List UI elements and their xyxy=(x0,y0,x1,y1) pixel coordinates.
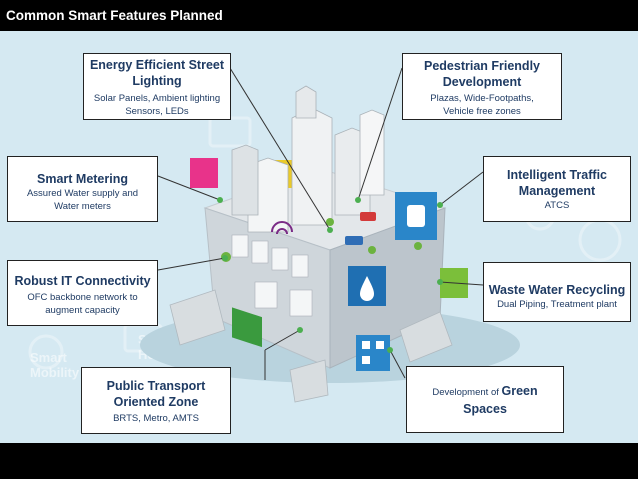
connector-dot xyxy=(437,279,443,285)
feature-public-transport: Public Transport Oriented Zone BRTS, Met… xyxy=(81,367,231,434)
connector-line xyxy=(264,329,301,351)
feature-subtitle: Assured Water supply and xyxy=(26,188,139,199)
slide-title: Common Smart Features Planned xyxy=(6,8,223,23)
feature-title-prefix: Development of xyxy=(432,387,502,398)
feature-subtitle: Solar Panels, Ambient lighting xyxy=(93,93,221,104)
tower xyxy=(231,144,259,216)
feature-title: Public Transport xyxy=(106,379,206,393)
qr-code-icon xyxy=(362,356,370,364)
extruded-block xyxy=(169,289,226,346)
feature-title: Robust IT Connectivity xyxy=(14,274,151,288)
feature-subtitle: Plazas, Wide-Footpaths, xyxy=(430,93,534,104)
window-block xyxy=(231,234,249,258)
tree-icon xyxy=(326,218,334,226)
feature-subtitle: OFC backbone network to xyxy=(27,292,138,303)
feature-title: Intelligent Traffic xyxy=(506,168,607,182)
feature-title: Management xyxy=(518,184,596,198)
connector-line xyxy=(229,67,331,231)
connector-line xyxy=(389,349,406,379)
feature-title: Lighting xyxy=(132,74,182,88)
feature-title: Pedestrian Friendly xyxy=(423,59,540,73)
feature-subtitle: augment capacity xyxy=(45,305,120,316)
window-block xyxy=(271,247,289,271)
bg-gear-icon xyxy=(28,334,64,370)
feature-subtitle: Dual Piping, Treatment plant xyxy=(497,299,617,310)
connector-dot xyxy=(387,347,393,353)
qr-panel xyxy=(356,335,390,371)
water-drop-icon xyxy=(360,276,374,301)
connector-line xyxy=(439,281,484,286)
footer-bar xyxy=(0,443,638,479)
window-block xyxy=(291,254,309,278)
feature-subtitle: Water meters xyxy=(54,201,111,212)
feature-pedestrian: Pedestrian Friendly Development Plazas, … xyxy=(402,53,562,120)
connector-dot xyxy=(217,197,223,203)
connector-line xyxy=(157,175,221,201)
feature-subtitle: Sensors, LEDs xyxy=(125,106,189,117)
extruded-block xyxy=(289,359,329,403)
connector-dot xyxy=(437,202,443,208)
bg-word-smart: Smart xyxy=(30,350,68,365)
qr-code-icon xyxy=(376,341,384,349)
feature-waste-water: Waste Water Recycling Dual Piping, Treat… xyxy=(483,262,631,322)
window-block xyxy=(251,240,269,264)
feature-smart-metering: Smart Metering Assured Water supply and … xyxy=(7,156,158,222)
feature-title: Smart Metering xyxy=(37,172,128,186)
tower-top xyxy=(295,85,317,119)
feature-street-lighting: Energy Efficient Street Lighting Solar P… xyxy=(83,53,231,120)
connector-dot xyxy=(327,227,333,233)
bus-icon xyxy=(407,205,425,227)
connector-line xyxy=(439,171,484,206)
wifi-icon xyxy=(276,228,288,235)
connector-dot xyxy=(297,327,303,333)
feature-title-green: Green xyxy=(501,384,538,398)
feature-title: Waste Water Recycling xyxy=(488,283,626,297)
tree-icon xyxy=(414,242,422,250)
extruded-block xyxy=(399,311,453,363)
tree-icon xyxy=(368,246,376,254)
feature-title: Energy Efficient Street xyxy=(89,58,225,72)
pink-panel xyxy=(190,158,218,188)
tower xyxy=(359,109,385,196)
window-block xyxy=(289,289,313,317)
connector-dot xyxy=(222,255,228,261)
window-block xyxy=(254,281,278,309)
feature-green-spaces: Development of Green Spaces xyxy=(406,366,564,433)
feature-title: Development xyxy=(442,75,522,89)
feature-title: Oriented Zone xyxy=(113,395,199,409)
feature-subtitle: Vehicle free zones xyxy=(443,106,521,117)
connector-dot xyxy=(355,197,361,203)
feature-it-connectivity: Robust IT Connectivity OFC backbone netw… xyxy=(7,260,158,326)
connector-line xyxy=(357,67,403,201)
bg-word-mobility: Mobility xyxy=(30,365,80,380)
green-panel xyxy=(232,307,262,348)
car-icon xyxy=(360,212,376,221)
feature-title: Spaces xyxy=(463,402,507,416)
feature-title: Development of Green xyxy=(407,383,563,399)
wifi-icon xyxy=(271,221,293,233)
title-bar: Common Smart Features Planned xyxy=(0,0,638,31)
car-icon xyxy=(345,236,363,245)
feature-subtitle: BRTS, Metro, AMTS xyxy=(113,413,199,424)
feature-traffic: Intelligent Traffic Management ATCS xyxy=(483,156,631,222)
feature-subtitle: ATCS xyxy=(544,200,570,211)
qr-code-icon xyxy=(362,341,370,349)
connector-line xyxy=(157,257,226,271)
